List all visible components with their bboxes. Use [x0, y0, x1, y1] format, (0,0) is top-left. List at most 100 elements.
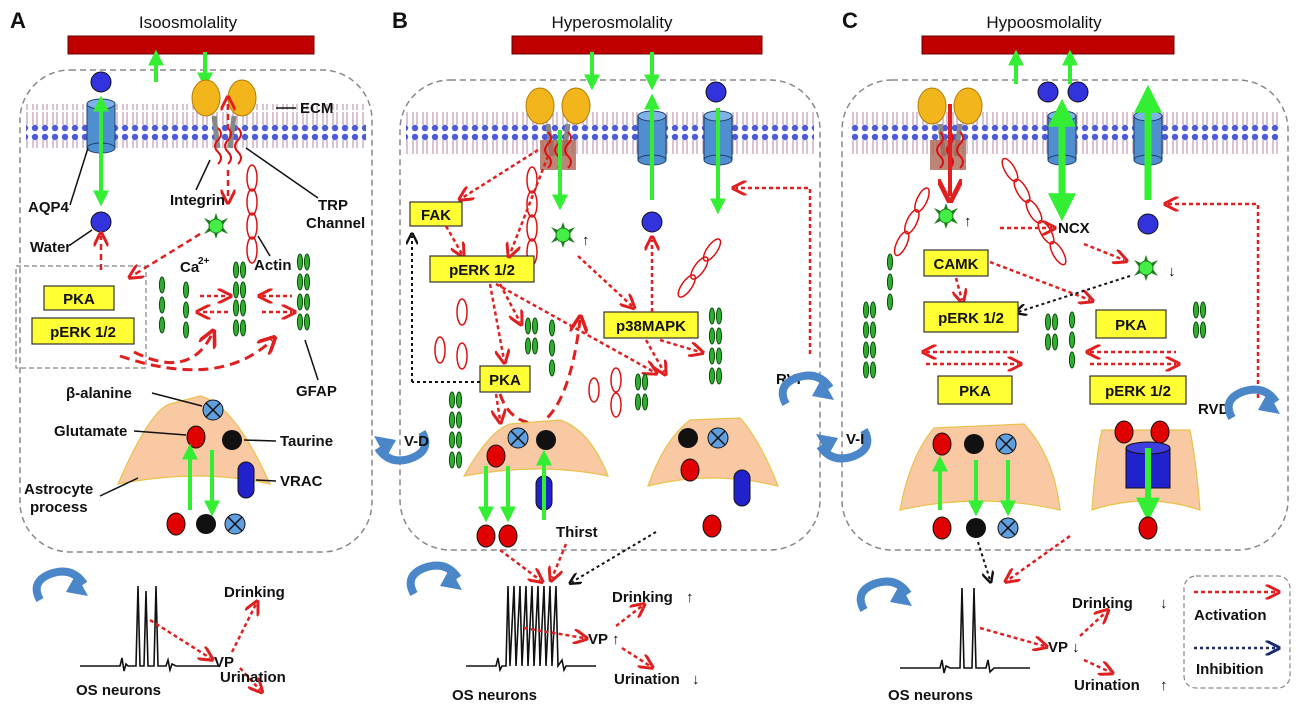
ncx-label: NCX — [1058, 220, 1090, 237]
legend-inhibition-label: Inhibition — [1196, 661, 1263, 678]
legend-box — [1183, 575, 1291, 689]
drinking-up-indicator: ↑ — [686, 589, 694, 606]
activation-arrow — [577, 255, 632, 306]
activation-arrow — [615, 606, 642, 627]
gfap-filament — [524, 317, 539, 355]
legend: Activation Inhibition — [1183, 575, 1291, 689]
os-neurons-label: OS neurons — [76, 682, 161, 699]
inhibition-arrow — [1018, 275, 1131, 312]
drinking-label: Drinking — [224, 584, 285, 601]
feedback-curl-arrow — [411, 566, 462, 594]
activation-arrow — [659, 338, 700, 352]
vp-up-indicator: ↑ — [612, 631, 620, 648]
water-leader — [69, 229, 93, 246]
panel-c: C Hypoosmolality ↑ NCX — [816, 8, 1289, 704]
gfap-filament — [708, 347, 723, 385]
aqp4-leader — [69, 147, 89, 206]
activation-arrow — [1008, 534, 1071, 580]
actin-filament — [526, 166, 538, 266]
beta-alanine-leader — [151, 392, 203, 407]
taurine-label: Taurine — [280, 433, 333, 450]
panel-b-title: Hyperosmolality — [552, 13, 673, 32]
integrin-leader — [195, 159, 211, 191]
vp-label: VP — [214, 654, 234, 671]
gfap-label: GFAP — [296, 383, 337, 400]
vi-label: V-I — [846, 431, 864, 448]
taurine-molecule — [196, 514, 216, 534]
activation-arrow — [1083, 658, 1110, 672]
vrac-channel — [733, 469, 751, 507]
glutamate-molecule — [1114, 420, 1134, 444]
taurine-molecule — [536, 430, 556, 450]
actin-fragment — [677, 238, 722, 298]
taurine-molecule — [222, 430, 242, 450]
trp-label-1: TRP — [318, 197, 348, 214]
actin-leader — [257, 235, 271, 257]
water-molecule — [90, 211, 112, 233]
taurine-molecule — [678, 428, 698, 448]
gfap-filament — [708, 307, 723, 345]
thirst-label: Thirst — [556, 524, 598, 541]
pka-box — [43, 285, 115, 311]
rvd-curl-arrow — [1229, 390, 1280, 418]
astrocyte-label-2: process — [30, 499, 88, 516]
water-molecule — [705, 81, 727, 103]
gfap-filament — [1192, 301, 1207, 339]
actin-filament — [246, 164, 258, 264]
aqp4-label: AQP4 — [28, 199, 70, 216]
activation-arrow — [523, 626, 584, 638]
legend-activation-label: Activation — [1194, 607, 1267, 624]
activation-arrow — [239, 667, 260, 690]
gfap-filament — [1068, 311, 1076, 369]
drinking-down-indicator: ↓ — [1160, 595, 1168, 612]
gfap-filament — [886, 253, 894, 311]
beta-alanine-cross — [1000, 520, 1016, 536]
panel-c-title: Hypoosmolality — [986, 13, 1102, 32]
glutamate-molecule — [166, 512, 186, 536]
activation-arrow — [133, 334, 212, 365]
activation-arrow — [644, 339, 664, 372]
feedback-curl-arrow — [37, 572, 88, 600]
fak-box-label: FAK — [421, 207, 451, 224]
vrac-label: VRAC — [280, 473, 323, 490]
astrocyte-leader — [99, 477, 139, 497]
pka-box-label: PKA — [489, 372, 521, 389]
beta-alanine-cross — [205, 402, 221, 418]
water-molecule — [641, 211, 663, 233]
fak-box — [409, 201, 463, 227]
os-neurons-label: OS neurons — [888, 687, 973, 704]
actin-fragment — [588, 377, 600, 403]
actin-fragment — [456, 342, 468, 370]
gfap-filament — [862, 301, 877, 339]
activation-arrow — [496, 393, 500, 420]
glutamate-molecule — [932, 516, 952, 540]
activation-arrow — [989, 260, 1090, 300]
activation-arrow — [132, 232, 201, 276]
integrin-label: Integrin — [170, 192, 225, 209]
pka-box — [479, 365, 531, 393]
ca-up-indicator: ↑ — [582, 232, 590, 249]
activation-arrow — [498, 283, 520, 322]
water-molecule — [1067, 81, 1089, 103]
p38mapk-box-label: p38MAPK — [616, 318, 686, 335]
glutamate-molecule — [1150, 420, 1170, 444]
panel-a: A Isoosmolality ECM AQP4 Integrin TRP Ch… — [10, 8, 373, 699]
glutamate-molecule — [1138, 516, 1158, 540]
glutamate-molecule — [476, 524, 496, 548]
urination-label: Urination — [1074, 677, 1140, 694]
rvd-label: RVD — [1198, 401, 1230, 418]
activation-arrow — [979, 626, 1044, 646]
glutamate-label: Glutamate — [54, 423, 127, 440]
astrocyte-cell-boundary — [841, 79, 1289, 551]
calcium-label: Ca — [180, 259, 200, 276]
taurine-leader — [243, 439, 277, 442]
vd-label: V-D — [404, 433, 429, 450]
beta-alanine-cross — [510, 430, 526, 446]
gfap-leader — [304, 339, 319, 381]
vp-down-indicator: ↓ — [1072, 639, 1080, 656]
actin-filament — [893, 187, 930, 257]
perk-box-label: pERK 1/2 — [938, 310, 1004, 327]
calcium-ion — [550, 221, 576, 249]
